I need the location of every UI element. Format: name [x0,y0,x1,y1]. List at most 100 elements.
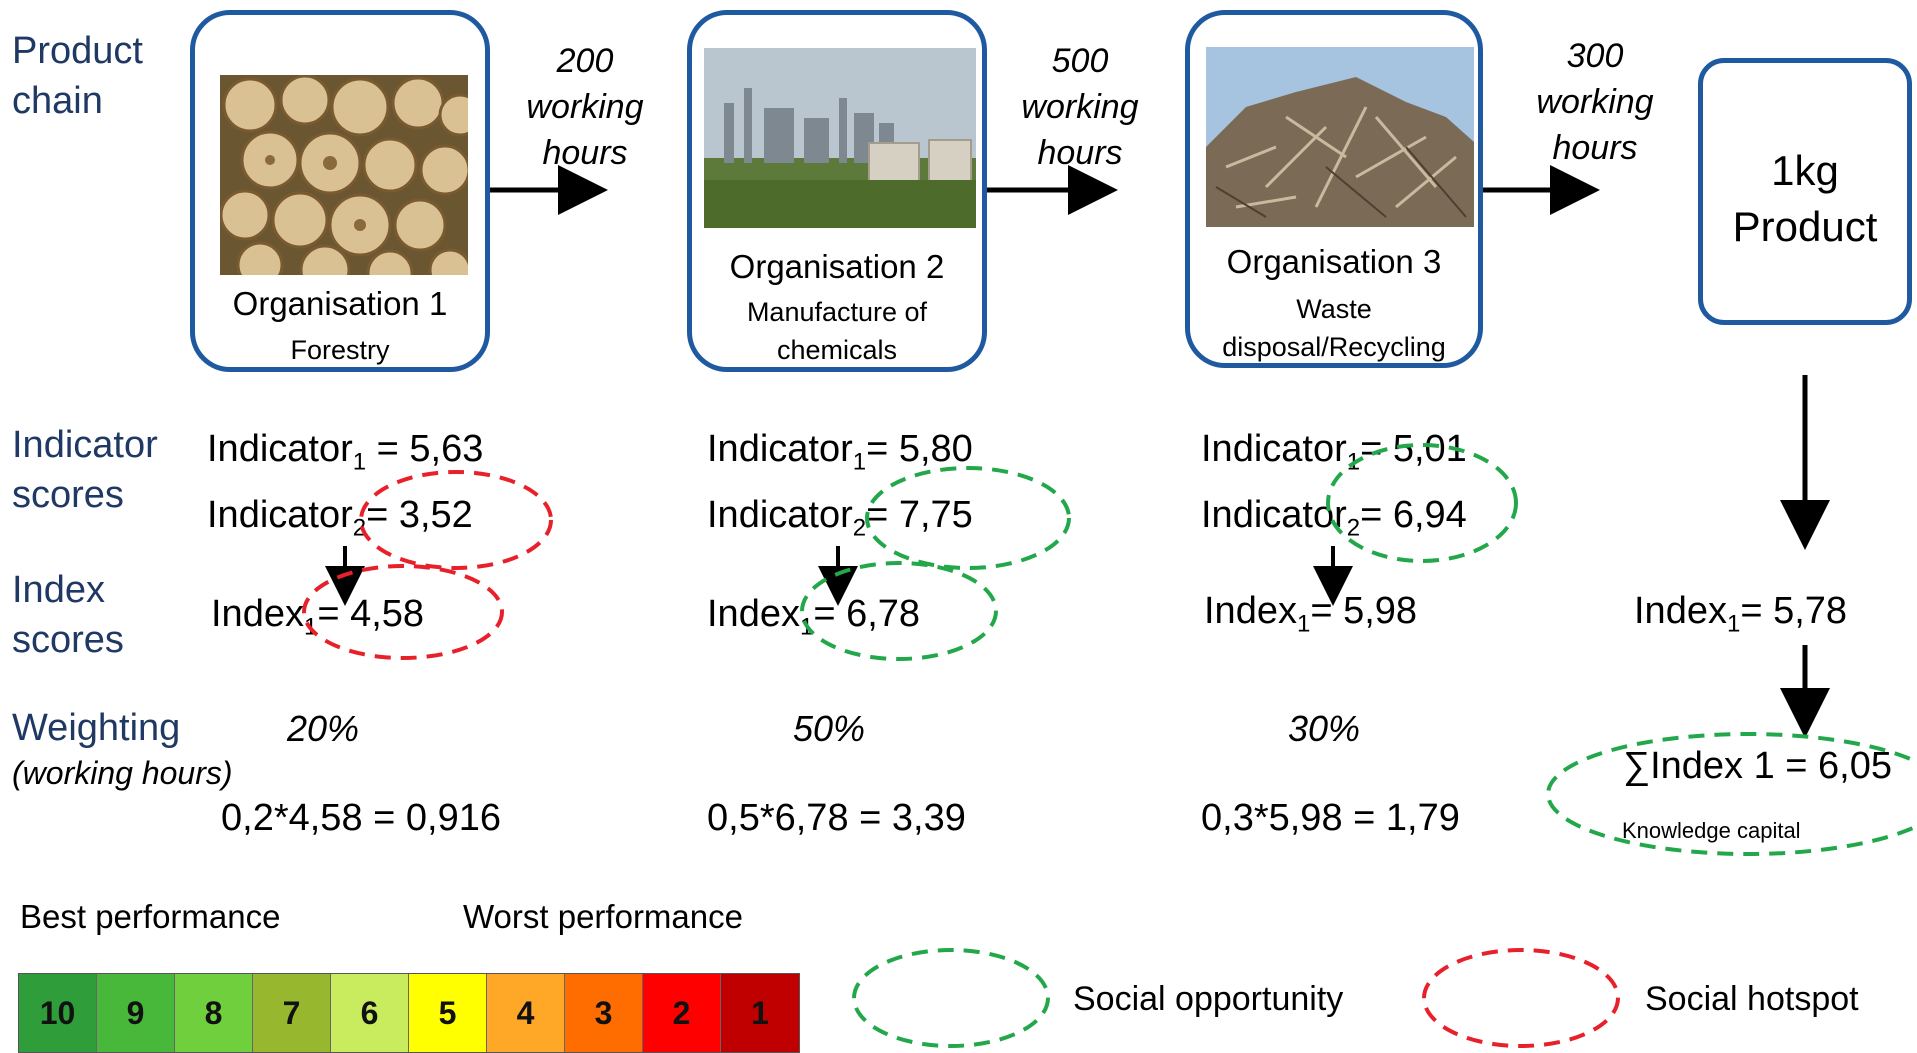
index-value: = 5,78 [1740,590,1848,632]
row-label-product-chain: Product chain [12,26,143,126]
index-label: Index [1634,590,1727,632]
indicator-subscript: 1 [352,448,367,476]
org-3-index: Index1= 5,98 [1204,590,1417,639]
organisation-1-name: Organisation 1 [232,285,448,322]
row-label-line: scores [12,474,124,516]
hours-text: working [526,88,644,126]
row-label-line: chain [12,80,103,122]
org-1-index: Index1= 4,58 [211,593,424,642]
org-2-weighted-calc: 0,5*6,78 = 3,39 [707,797,966,839]
indicator-label: Indicator [707,494,853,536]
org-1-indicator-1: Indicator1 = 5,63 [207,428,483,477]
indicator-value: = 7,75 [866,494,973,536]
index-label: Index [211,593,304,635]
product-box: 1kg Product [1698,58,1912,325]
opportunity-ellipse-org-3-indicator-2 [1326,443,1518,563]
knowledge-capital-label: Knowledge capital [1622,818,1801,843]
indicator-label: Indicator [707,428,853,470]
organisation-3-box: Organisation 3 Waste disposal/Recycling [1185,10,1483,368]
indicator-value: = 5,80 [866,428,973,470]
scale-cell: 2 [643,974,721,1052]
scale-cell: 6 [331,974,409,1052]
organisation-1-sector: Forestry [290,335,390,365]
org-2-weight: 50% [793,708,866,749]
hours-value: 500 [1051,42,1109,80]
organisation-3-sector: Waste disposal/Recycling [1190,290,1478,366]
scale-cell: 7 [253,974,331,1052]
org-2-indicator-2: Indicator2= 7,75 [707,494,973,543]
hours-text: hours [1552,129,1638,167]
indicator-value: = 5,63 [366,428,484,470]
org-1-weight: 20% [287,708,360,749]
opportunity-ellipse-org-2-index [800,561,998,661]
legend-worst-label: Worst performance [463,898,743,935]
sector-line: Waste [1296,294,1372,324]
row-label-line: scores [12,619,124,661]
row-label-weighting: Weighting [12,707,181,749]
scale-cell: 10 [19,974,97,1052]
hours-value: 300 [1566,37,1624,75]
hours-value: 200 [556,42,614,80]
scale-cell: 3 [565,974,643,1052]
legend-hotspot-ellipse [1422,948,1620,1048]
indicator-label: Indicator [1201,428,1347,470]
product-sum-index: ∑Index 1 = 6,05 [1623,745,1893,787]
product-label: 1kg Product [1703,143,1907,255]
scale-cell: 8 [175,974,253,1052]
sector-line: Manufacture of [746,297,928,327]
row-label-line: Product [12,30,143,72]
index-label: Index [1204,590,1297,632]
legend-best-label: Best performance [20,898,281,935]
legend-social-hotspot: Social hotspot [1645,980,1859,1018]
scale-cell: 1 [721,974,799,1052]
index-label: Index [707,593,800,635]
sector-line: disposal/Recycling [1222,332,1446,362]
product-index: Index1= 5,78 [1634,590,1847,639]
scale-cell: 5 [409,974,487,1052]
org-3-weight: 30% [1288,708,1361,749]
index-subscript: 1 [1726,610,1741,638]
working-hours-2: 500 working hours [1000,38,1160,176]
indicator-value: = 6,94 [1360,494,1467,536]
hours-text: working [1021,88,1139,126]
opportunity-ellipse-product-sum [1546,732,1917,856]
hotspot-ellipse-org-1-index [302,564,504,660]
indicator-value: = 3,52 [366,494,473,536]
indicator-label: Indicator [1201,494,1347,536]
row-label-index-scores: Index scores [12,565,124,665]
indicator-subscript: 2 [352,514,367,542]
working-hours-3: 300 working hours [1515,33,1675,171]
scale-cell: 9 [97,974,175,1052]
legend-opportunity-ellipse [852,948,1050,1048]
org-3-indicator-2: Indicator2= 6,94 [1201,494,1467,543]
indicator-subscript: 2 [1346,514,1361,542]
organisation-2-box: Organisation 2 Manufacture of chemicals [687,10,987,372]
org-2-indicator-1: Indicator1= 5,80 [707,428,973,477]
org-1-weighted-calc: 0,2*4,58 = 0,916 [221,797,501,839]
logs-photo [220,75,468,275]
indicator-subscript: 2 [852,514,867,542]
organisation-2-name: Organisation 2 [729,248,945,285]
row-label-line: Indicator [12,424,158,466]
chemical-plant-photo [704,48,976,228]
indicator-label: Indicator [207,494,353,536]
org-1-indicator-2: Indicator2= 3,52 [207,494,473,543]
row-label-line: Index [12,569,105,611]
hotspot-ellipse-org-1-indicator-2 [359,470,553,570]
sector-line: chemicals [776,335,898,365]
working-hours-1: 200 working hours [505,38,665,176]
product-quantity: 1kg [1771,147,1839,194]
product-name: Product [1732,203,1878,250]
row-label-indicator-scores: Indicator scores [12,420,158,520]
waste-pile-photo [1206,47,1474,227]
indicator-subscript: 1 [852,448,867,476]
legend-social-opportunity: Social opportunity [1073,980,1344,1018]
opportunity-ellipse-org-2-indicator-2 [865,466,1071,570]
org-3-weighted-calc: 0,3*5,98 = 1,79 [1201,797,1460,839]
indicator-label: Indicator [207,428,353,470]
index-subscript: 1 [1296,610,1311,638]
scale-cell: 4 [487,974,565,1052]
organisation-3-name: Organisation 3 [1226,243,1442,280]
